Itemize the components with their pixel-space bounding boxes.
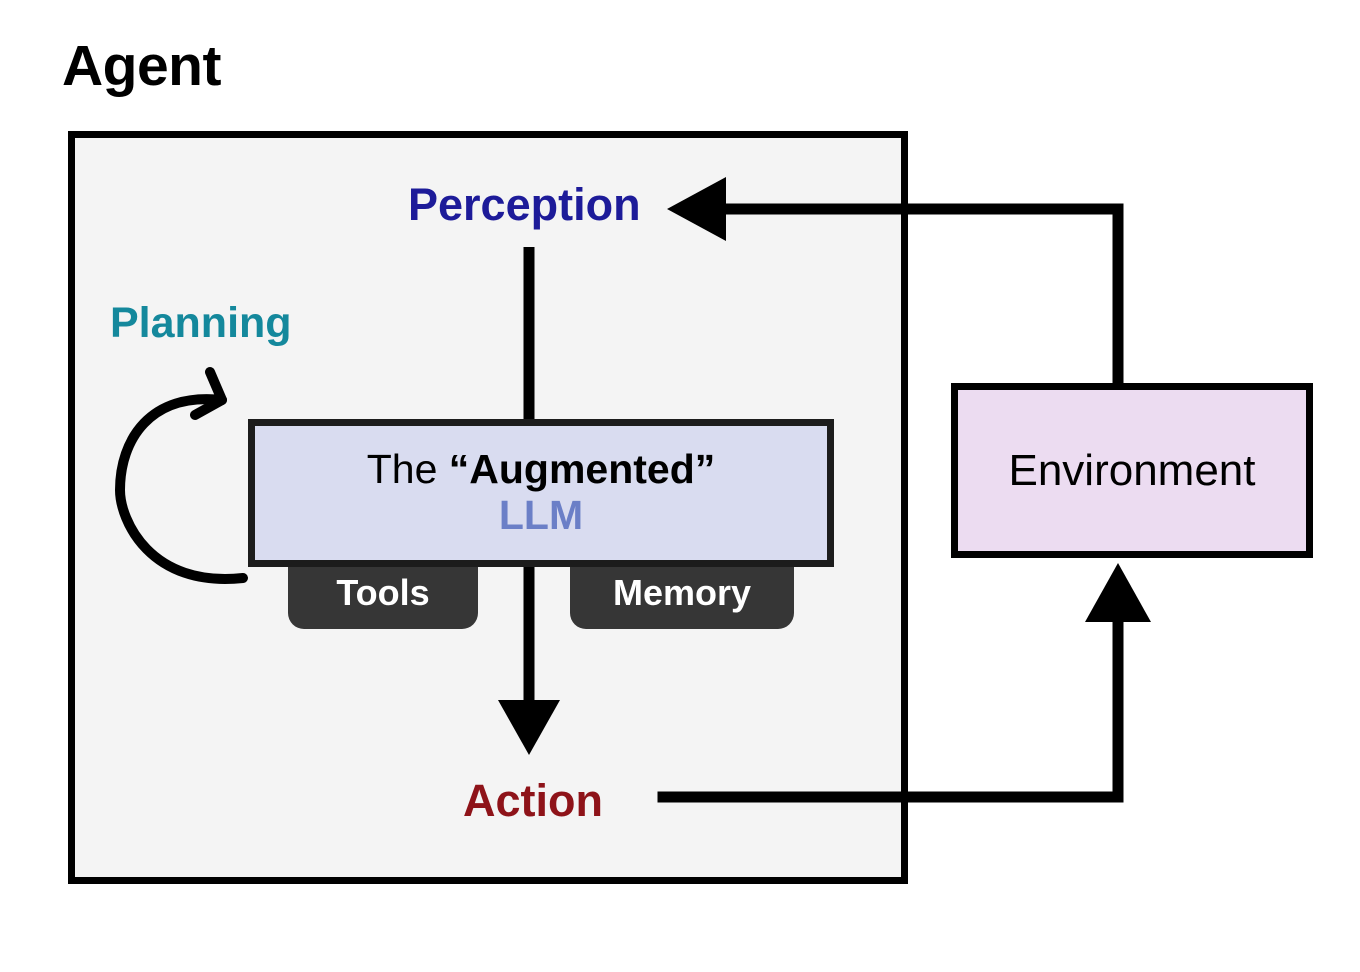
action-to-environment-arrowhead [1085, 563, 1151, 622]
llm-title-lead: The [366, 446, 449, 493]
agent-title: Agent [62, 34, 221, 98]
llm-subtitle: LLM [498, 491, 584, 538]
tools-label: Tools [336, 572, 430, 613]
environment-box: Environment [951, 383, 1313, 558]
llm-title-strong: “Augmented” [448, 446, 716, 493]
planning-label: Planning [110, 299, 292, 347]
augmented-llm-box: The “Augmented” LLM [248, 419, 834, 567]
llm-title-line: The “Augmented” [367, 447, 716, 491]
action-label: Action [463, 775, 603, 826]
memory-slot: Memory [570, 561, 794, 629]
perception-label: Perception [408, 179, 641, 230]
environment-label: Environment [1008, 445, 1256, 495]
memory-label: Memory [612, 572, 752, 613]
tools-slot: Tools [288, 561, 478, 629]
